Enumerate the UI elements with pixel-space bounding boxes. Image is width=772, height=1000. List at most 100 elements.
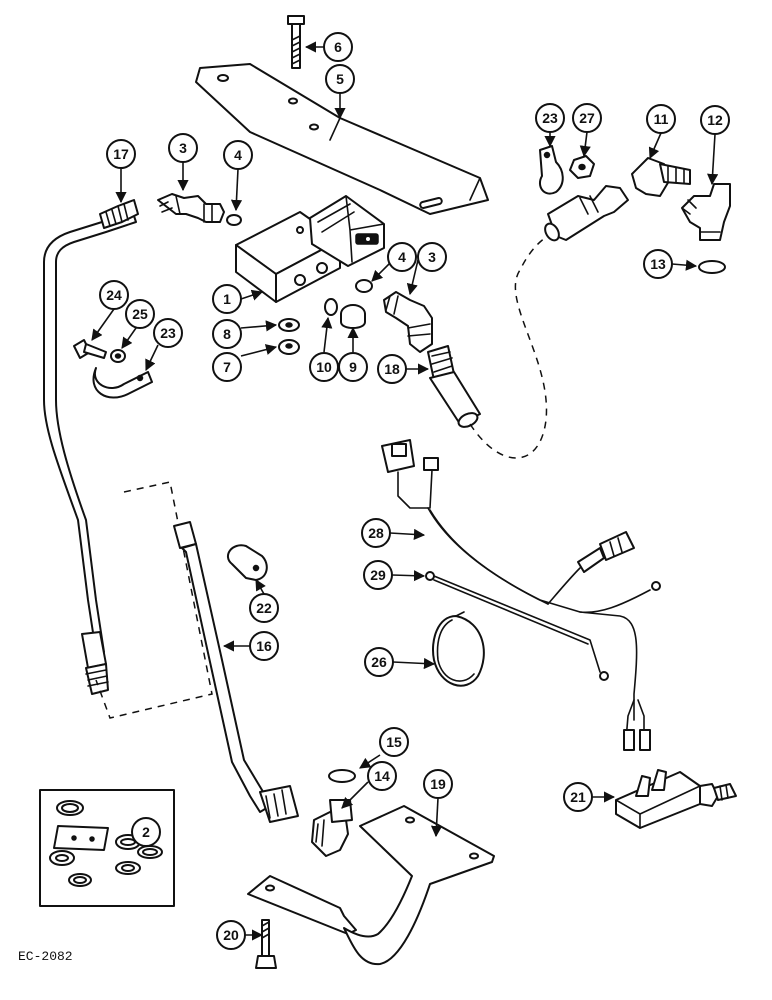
svg-text:20: 20	[223, 927, 239, 943]
ground-cable-part	[425, 571, 609, 681]
svg-text:13: 13	[650, 256, 666, 272]
o-ring-13-part	[698, 260, 726, 274]
svg-text:24: 24	[106, 287, 122, 303]
valve-block-part	[235, 195, 385, 303]
callout-4-lower: 4	[387, 242, 417, 272]
elbow-fitting-14-part	[311, 799, 353, 857]
callout-27: 27	[572, 103, 602, 133]
small-bolt-part	[73, 339, 107, 359]
callout-9: 9	[338, 352, 368, 382]
hose-route-dashed-right	[469, 231, 555, 459]
svg-text:3: 3	[428, 249, 436, 265]
p-clip-right-part	[538, 145, 564, 195]
hose-elbow-11-part	[544, 157, 691, 242]
wiring-harness-part	[381, 439, 661, 751]
tube-outline-dashed	[95, 481, 213, 719]
svg-text:1: 1	[223, 291, 231, 307]
callout-2: 2	[131, 817, 161, 847]
bolt-part	[287, 15, 305, 69]
svg-text:11: 11	[654, 111, 669, 127]
nut-upper-part	[278, 318, 300, 332]
callout-5: 5	[325, 64, 355, 94]
bolt-20-part	[255, 919, 277, 969]
svg-text:28: 28	[368, 525, 384, 541]
callout-29: 29	[363, 560, 393, 590]
callout-3-upper: 3	[168, 133, 198, 163]
svg-text:27: 27	[579, 110, 595, 126]
svg-text:10: 10	[316, 359, 332, 375]
svg-text:23: 23	[160, 325, 176, 341]
callout-11: 11	[646, 104, 676, 134]
callout-4-upper: 4	[223, 140, 253, 170]
svg-text:22: 22	[256, 600, 272, 616]
svg-text:16: 16	[256, 638, 272, 654]
callout-18: 18	[377, 354, 407, 384]
callout-8: 8	[212, 319, 242, 349]
callout-16: 16	[249, 631, 279, 661]
svg-text:7: 7	[223, 359, 231, 375]
svg-text:3: 3	[179, 140, 187, 156]
callout-24: 24	[99, 280, 129, 310]
svg-text:15: 15	[386, 734, 402, 750]
saddle-bracket-part	[247, 805, 495, 966]
svg-text:14: 14	[374, 768, 390, 784]
tube-16-part	[173, 521, 299, 823]
o-ring-10-part	[324, 298, 338, 316]
svg-text:23: 23	[542, 110, 558, 126]
svg-text:4: 4	[234, 147, 242, 163]
callout-7: 7	[212, 352, 242, 382]
callout-23-right: 23	[535, 103, 565, 133]
o-ring-lower-part	[355, 279, 373, 293]
callout-20: 20	[216, 920, 246, 950]
svg-text:8: 8	[223, 326, 231, 342]
o-ring-upper-part	[226, 214, 242, 226]
switch-part	[615, 769, 737, 829]
svg-text:5: 5	[336, 71, 344, 87]
svg-text:18: 18	[384, 361, 400, 377]
plug-part	[340, 304, 366, 329]
callout-26: 26	[364, 647, 394, 677]
svg-text:26: 26	[371, 654, 387, 670]
hose-part	[43, 199, 139, 695]
svg-text:25: 25	[132, 306, 148, 322]
svg-text:21: 21	[570, 789, 586, 805]
svg-text:29: 29	[370, 567, 386, 583]
svg-text:19: 19	[430, 776, 446, 792]
callout-13: 13	[643, 249, 673, 279]
svg-text:12: 12	[707, 112, 723, 128]
callout-19: 19	[423, 769, 453, 799]
o-ring-15-part	[328, 769, 356, 783]
svg-text:6: 6	[334, 39, 342, 55]
svg-text:4: 4	[398, 249, 406, 265]
p-clip-22-part	[227, 544, 268, 581]
nut-lower-part	[278, 339, 300, 355]
elbow-fitting-12-part	[681, 183, 731, 241]
callout-21: 21	[563, 782, 593, 812]
callout-3-lower: 3	[417, 242, 447, 272]
callout-6: 6	[323, 32, 353, 62]
leader-lines	[91, 41, 719, 941]
callout-14: 14	[367, 761, 397, 791]
elbow-fitting-upper-part	[157, 193, 225, 223]
callout-15: 15	[379, 727, 409, 757]
band-clamp-part	[432, 611, 485, 687]
callout-12: 12	[700, 105, 730, 135]
callout-25: 25	[125, 299, 155, 329]
callout-23-left: 23	[153, 318, 183, 348]
seal-kit-part	[39, 789, 175, 907]
p-clip-left-part	[92, 367, 153, 399]
svg-text:2: 2	[142, 824, 150, 840]
callout-1: 1	[212, 284, 242, 314]
nut-27-part	[569, 155, 595, 179]
callout-22: 22	[249, 593, 279, 623]
svg-text:9: 9	[349, 359, 357, 375]
mounting-strap-part	[195, 63, 489, 215]
elbow-fitting-lower-part	[383, 291, 433, 353]
callout-28: 28	[361, 518, 391, 548]
callout-17: 17	[106, 139, 136, 169]
callout-10: 10	[309, 352, 339, 382]
hose-end-part	[427, 345, 481, 428]
drawing-code: EC-2082	[18, 949, 73, 964]
svg-text:17: 17	[113, 146, 129, 162]
